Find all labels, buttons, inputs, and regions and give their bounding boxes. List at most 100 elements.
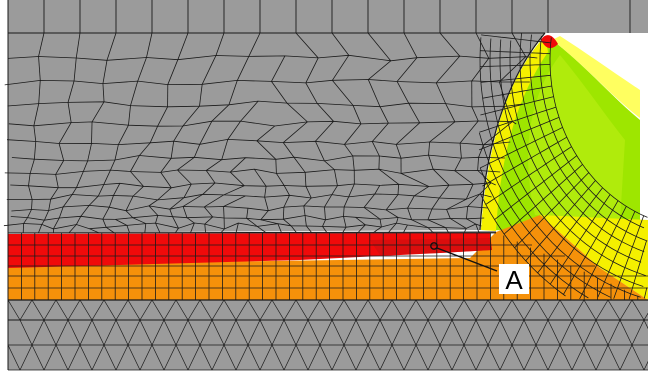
- substrate-mesh-diagonal: [31, 344, 45, 371]
- bulk-mesh-column: [283, 218, 292, 227]
- bulk-mesh-column: [113, 183, 121, 196]
- bulk-mesh-column: [204, 216, 213, 225]
- substrate-mesh-diagonal: [379, 344, 393, 371]
- light-yellow-region: [552, 36, 640, 118]
- substrate-mesh-diagonal: [19, 344, 33, 371]
- bulk-mesh-column: [256, 125, 276, 142]
- substrate-mesh-diagonal: [115, 299, 129, 321]
- substrate-mesh-diagonal: [223, 344, 237, 371]
- substrate-mesh-diagonal: [295, 299, 309, 321]
- substrate-mesh-diagonal: [415, 344, 429, 371]
- bulk-mesh-column: [221, 139, 229, 160]
- bulk-mesh-column: [182, 105, 200, 127]
- bulk-mesh-column: [348, 183, 355, 198]
- bulk-mesh-row: [3, 222, 482, 230]
- bulk-mesh-column: [264, 186, 267, 198]
- bulk-mesh-column: [396, 57, 418, 82]
- bulk-mesh-column: [427, 219, 446, 228]
- substrate-mesh-diagonal: [55, 299, 69, 321]
- bulk-mesh-column: [110, 159, 116, 171]
- substrate-mesh-diagonal: [631, 319, 645, 346]
- bulk-mesh-column: [305, 82, 318, 104]
- callout-label-a: A: [505, 265, 523, 295]
- bulk-mesh-column: [148, 199, 158, 207]
- indentor-surface-line: [479, 32, 546, 231]
- bulk-mesh-column: [403, 32, 418, 58]
- bulk-mesh-column: [157, 187, 172, 201]
- bulk-mesh-column: [282, 142, 295, 158]
- substrate-mesh-diagonal: [43, 319, 57, 346]
- substrate-mesh-diagonal: [247, 299, 261, 321]
- bulk-mesh-column: [68, 224, 77, 234]
- substrate-mesh-diagonal: [559, 344, 573, 371]
- substrate-mesh-diagonal: [571, 344, 585, 371]
- substrate-mesh-diagonal: [487, 344, 501, 371]
- substrate-mesh-diagonal: [607, 344, 621, 371]
- substrate-mesh-diagonal: [583, 319, 597, 346]
- bulk-mesh-column: [465, 184, 474, 200]
- bulk-mesh-row: [7, 100, 523, 108]
- substrate-mesh-diagonal: [283, 319, 297, 346]
- bulk-mesh-column: [357, 224, 366, 234]
- substrate-mesh-diagonal: [139, 344, 153, 371]
- substrate-mesh-diagonal: [451, 344, 465, 371]
- indented-mesh-radial: [481, 34, 551, 44]
- bulk-mesh-column: [33, 141, 37, 160]
- bulk-mesh-row: [7, 54, 538, 62]
- bulk-mesh-column: [439, 184, 450, 199]
- bulk-mesh-column: [125, 195, 134, 211]
- indented-mesh-radial: [480, 127, 563, 169]
- substrate-mesh-diagonal: [619, 319, 633, 346]
- bulk-mesh-column: [477, 170, 492, 184]
- substrate-mesh-diagonal: [331, 344, 345, 371]
- bulk-mesh-column: [478, 144, 484, 158]
- substrate-mesh-diagonal: [91, 344, 105, 371]
- bulk-mesh-column: [316, 103, 334, 122]
- substrate-mesh-diagonal: [535, 299, 549, 321]
- bulk-mesh-column: [76, 216, 82, 225]
- substrate-mesh-diagonal: [319, 299, 333, 321]
- gray-substrate-region: [8, 300, 648, 370]
- bulk-mesh-column: [304, 172, 307, 187]
- substrate-mesh-diagonal: [235, 319, 249, 346]
- bulk-mesh-column: [363, 207, 381, 220]
- bulk-mesh-column: [28, 173, 31, 186]
- bulk-mesh-column: [193, 144, 201, 158]
- bulk-mesh-column: [271, 55, 286, 82]
- bulk-mesh-column: [264, 197, 269, 211]
- bulk-mesh-column: [55, 174, 59, 188]
- substrate-mesh-diagonal: [79, 344, 93, 371]
- bulk-mesh-column: [204, 224, 206, 234]
- substrate-mesh-diagonal: [43, 344, 57, 371]
- substrate-mesh-diagonal: [631, 299, 645, 321]
- bulk-mesh-column: [83, 160, 89, 172]
- substrate-mesh-diagonal: [355, 299, 369, 321]
- bulk-mesh-column: [58, 122, 72, 144]
- substrate-mesh-diagonal: [211, 299, 225, 321]
- substrate-mesh-diagonal: [199, 319, 213, 346]
- substrate-mesh-diagonal: [163, 299, 177, 321]
- bulk-mesh-column: [352, 105, 362, 125]
- bulk-mesh-column: [385, 194, 399, 211]
- bulk-mesh-column: [199, 84, 203, 107]
- bulk-mesh-column: [223, 195, 246, 207]
- substrate-mesh-diagonal: [619, 299, 633, 321]
- bulk-mesh-column: [204, 194, 224, 208]
- bulk-mesh-column: [73, 58, 77, 82]
- substrate-mesh-diagonal: [451, 299, 465, 321]
- bulk-mesh-column: [432, 168, 450, 186]
- substrate-mesh-diagonal: [271, 344, 285, 371]
- bulk-mesh-column: [355, 217, 366, 226]
- bulk-mesh-column: [257, 226, 267, 234]
- indented-zone-mesh: [478, 33, 648, 300]
- bulk-mesh-column: [167, 59, 179, 85]
- substrate-mesh-diagonal: [151, 299, 165, 321]
- substrate-mesh-diagonal: [7, 344, 21, 371]
- bulk-mesh-column: [435, 82, 447, 104]
- bulk-mesh-column: [506, 106, 513, 122]
- bulk-mesh-column: [125, 210, 134, 218]
- bulk-mesh-column: [379, 219, 382, 228]
- substrate-mesh-diagonal: [163, 344, 177, 371]
- bulk-mesh-column: [203, 206, 213, 218]
- bulk-mesh-column: [172, 216, 179, 229]
